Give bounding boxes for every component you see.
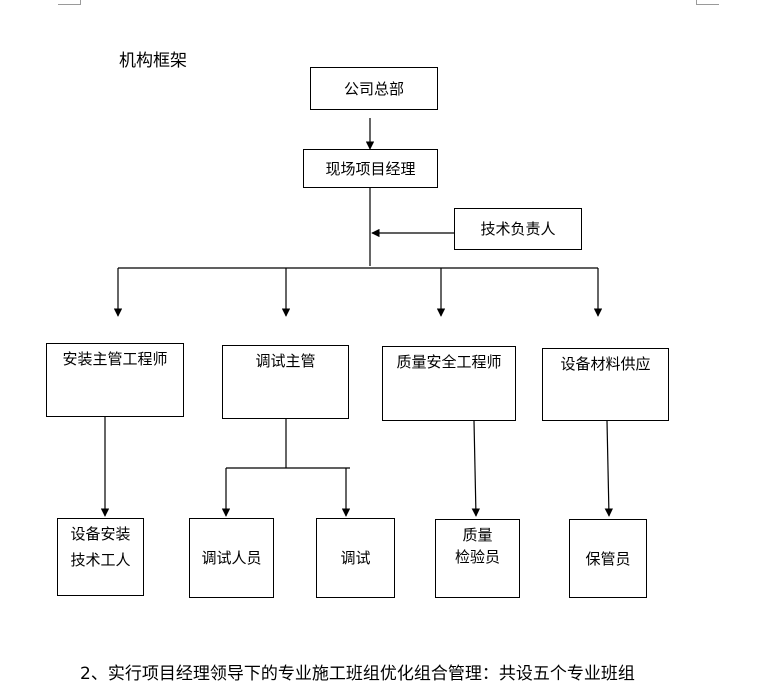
box-tech-lead: 技术负责人 [454, 208, 582, 250]
arrow-to-staff-5 [604, 420, 614, 517]
arrow-to-staff-4 [471, 420, 481, 517]
box-install-technicians: 设备安装 技术工人 [57, 518, 144, 596]
box-equipment-supply: 设备材料供应 [542, 348, 669, 421]
box-storekeeper: 保管员 [569, 519, 647, 598]
staff-4-line-1: 质量 [462, 526, 493, 544]
section-heading: 机构框架 [119, 51, 187, 71]
box-install-engineer: 安装主管工程师 [46, 343, 184, 417]
box-commissioning-staff: 调试人员 [189, 518, 274, 598]
staff-4-line-2: 检验员 [454, 548, 500, 566]
staff-1-line-1: 设备安装 [70, 525, 131, 543]
box-commissioning-supervisor: 调试主管 [222, 345, 349, 419]
body-paragraph: 2、实行项目经理领导下的专业施工班组优化组合管理：共设五个专业班组 [80, 664, 635, 684]
page-corner-mark-left [58, 0, 81, 5]
box-quality-inspector: 质量 检验员 [435, 519, 520, 598]
staff-1-line-2: 技术工人 [70, 551, 131, 569]
page-corner-mark-right [696, 0, 719, 5]
box-quality-safety-engineer: 质量安全工程师 [382, 346, 516, 421]
box-project-manager: 现场项目经理 [303, 149, 438, 188]
box-hq: 公司总部 [310, 67, 438, 110]
box-commissioning: 调试 [316, 518, 395, 598]
